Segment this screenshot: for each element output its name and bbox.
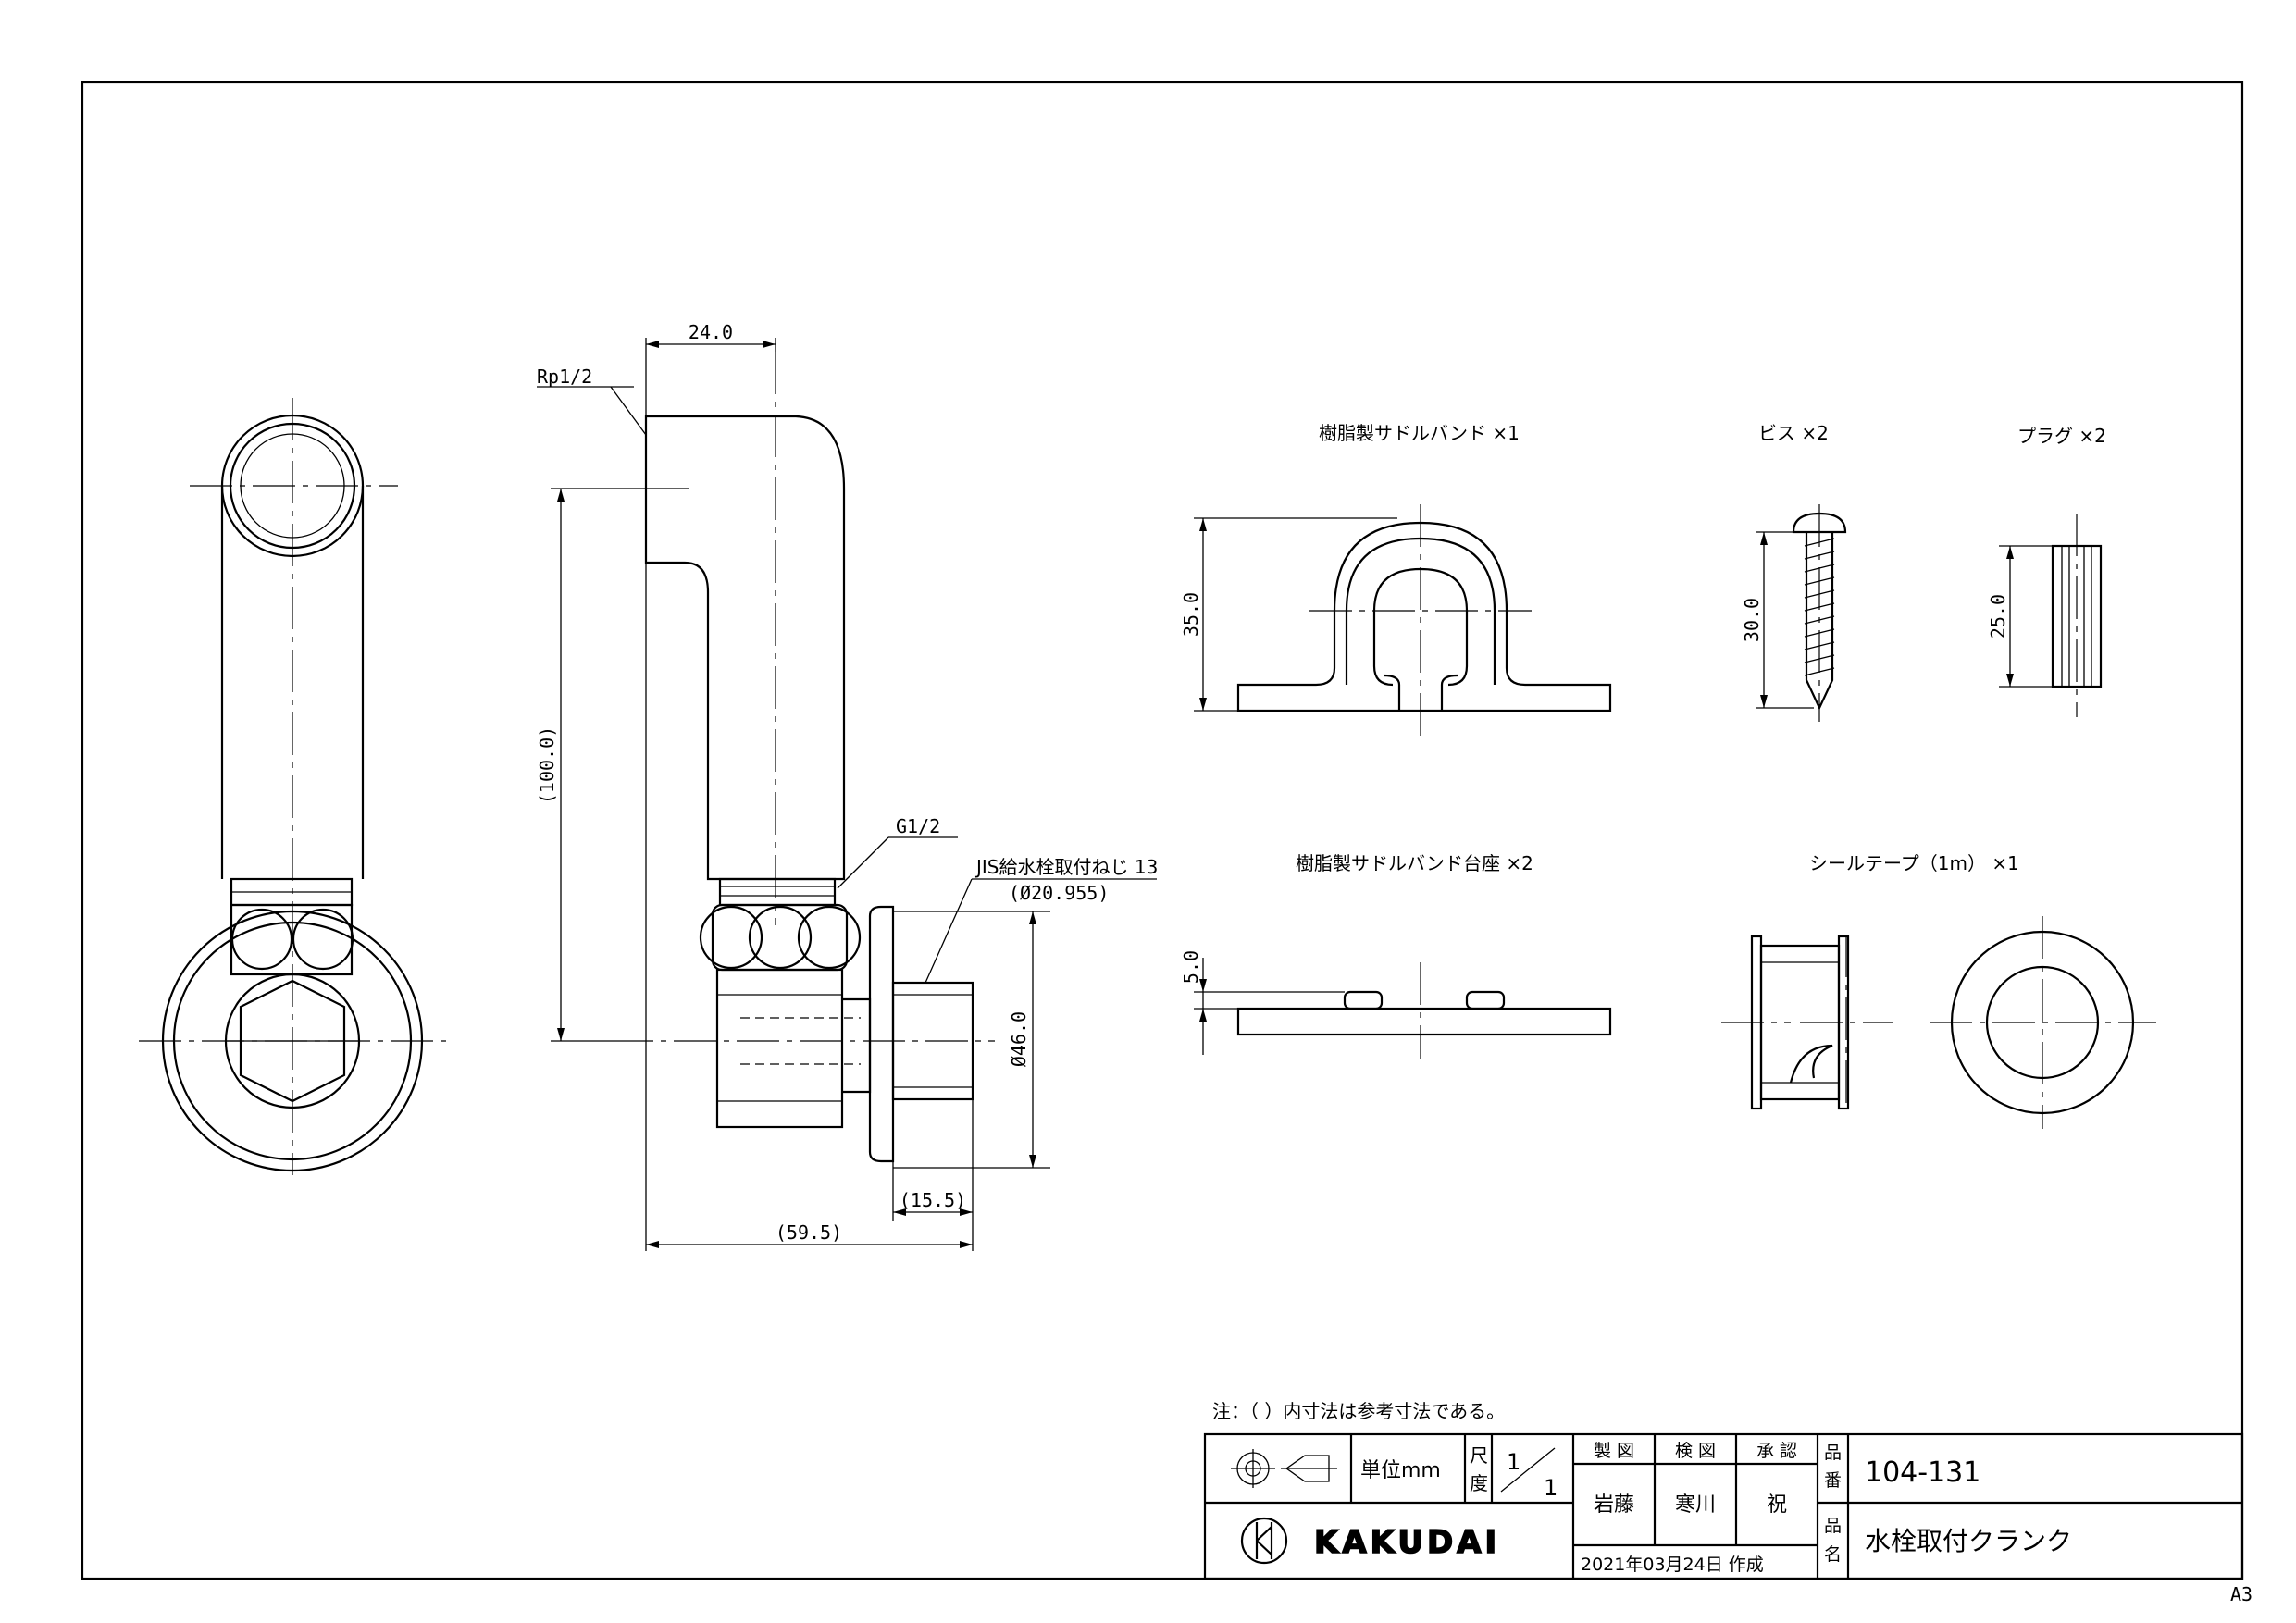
part-number: 104-131 [1865, 1456, 1980, 1489]
checked-header: 検 図 [1675, 1441, 1716, 1461]
unit-label: 単位mm [1360, 1459, 1441, 1482]
dim-g12: G1/2 [896, 815, 940, 837]
plug-label: プラグ ×2 [2017, 425, 2106, 447]
screw-label: ビス ×2 [1758, 422, 1829, 444]
dim-30: 30.0 [1741, 598, 1763, 642]
drawn-by: 岩藤 [1594, 1493, 1634, 1517]
note-text: 注：（ ）内寸法は参考寸法である。 [1212, 1400, 1505, 1422]
side-view-dimensions: 24.0 Rp1/2 (100.0) G1/2 JIS給水栓取付ねじ 13 (Ø… [536, 321, 1158, 1251]
scale-label-2: 度 [1470, 1472, 1488, 1494]
saddle-base-label: 樹脂製サドルバンド台座 ×2 [1296, 852, 1533, 874]
dim-24: 24.0 [689, 321, 733, 343]
scale-label-1: 尺 [1470, 1444, 1488, 1467]
side-view [611, 352, 995, 1163]
dim-rp12: Rp1/2 [537, 365, 592, 388]
drawn-header: 製 図 [1594, 1441, 1634, 1461]
saddle-band-label: 樹脂製サドルバンド ×1 [1319, 422, 1520, 444]
scale-denominator: 1 [1544, 1475, 1558, 1501]
dim-100: (100.0) [536, 726, 558, 804]
approved-header: 承 認 [1756, 1441, 1797, 1461]
dim-20955: (Ø20.955) [1009, 882, 1109, 904]
part-no-label-2: 番 [1824, 1470, 1842, 1491]
approved-by: 祝 [1767, 1493, 1787, 1517]
saddle-base-part: 樹脂製サドルバンド台座 ×2 5.0 [1180, 852, 1612, 1059]
screw-part: ビス ×2 30.0 [1741, 422, 1847, 722]
sheet-size: A3 [2230, 1583, 2253, 1605]
part-name-label-1: 品 [1824, 1516, 1842, 1536]
seal-tape-label: シールテープ（1m） ×1 [1809, 852, 2019, 874]
dim-595: (59.5) [776, 1221, 842, 1244]
title-block: 単位mm 尺 度 1 1 製 図 検 図 承 認 岩藤 寒川 祝 2021年03… [1203, 1432, 2244, 1580]
dim-5: 5.0 [1180, 950, 1202, 984]
kakudai-logo: KAKUDAI [1240, 1517, 1500, 1565]
projection-symbol-icon [1231, 1449, 1337, 1488]
dim-46: Ø46.0 [1008, 1011, 1030, 1067]
scale-numerator: 1 [1507, 1449, 1520, 1475]
saddle-band-part: 樹脂製サドルバンド ×1 35.0 [1180, 422, 1612, 740]
drawing-date: 2021年03月24日 作成 [1581, 1555, 1764, 1575]
dim-jis: JIS給水栓取付ねじ 13 [974, 856, 1158, 878]
checked-by: 寒川 [1675, 1493, 1716, 1517]
dim-25: 25.0 [1987, 594, 2009, 638]
plug-part: プラグ ×2 25.0 [1987, 425, 2106, 717]
drawing-border [81, 81, 2244, 1580]
front-view [139, 398, 449, 1175]
seal-tape-part: シールテープ（1m） ×1 [1721, 852, 2156, 1129]
part-no-label-1: 品 [1824, 1443, 1842, 1463]
dim-155: (15.5) [900, 1189, 966, 1211]
company-name: KAKUDAI [1314, 1524, 1500, 1561]
part-name: 水栓取付クランク [1865, 1526, 2072, 1556]
part-name-label-2: 名 [1824, 1544, 1842, 1565]
dim-35: 35.0 [1180, 592, 1202, 637]
